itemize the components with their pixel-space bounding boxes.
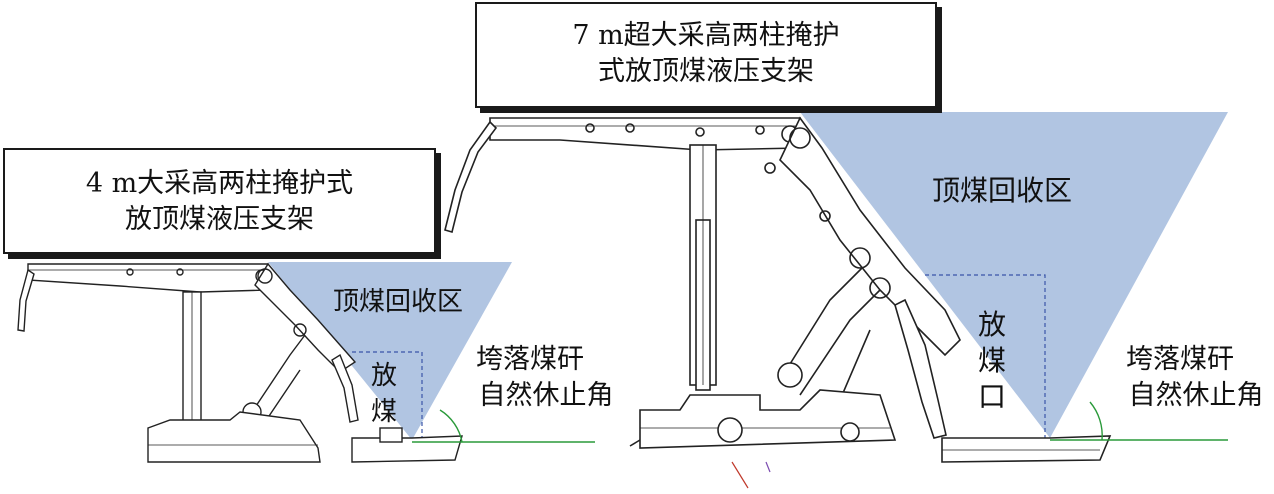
small-support-title-line-2: 放顶煤液压支架	[125, 204, 314, 235]
small-front-beam	[17, 268, 35, 332]
large-support-title-line-1: 7 m超大采高两柱掩护	[572, 20, 840, 51]
small-angle-label-1: 垮落煤矸	[476, 344, 584, 375]
large-angle-label-2: 自然休止角	[1129, 380, 1264, 411]
large-linkage	[779, 267, 881, 401]
small-angle-label-2: 自然休止角	[479, 380, 614, 411]
large-tail-beam	[894, 298, 947, 439]
large-outlet-guide	[925, 274, 1046, 438]
small-tail-beam	[331, 353, 359, 423]
small-support-drawing	[17, 262, 595, 463]
large-conveyor	[941, 435, 1112, 463]
small-support-title-line-1: 4 m大采高两柱掩护式	[85, 168, 354, 199]
large-angle-arc	[1089, 401, 1103, 441]
large-support-title-box: 7 m超大采高两柱掩护 式放顶煤液压支架	[475, 2, 937, 108]
small-canopy	[27, 263, 269, 293]
large-outlet-label-2: 煤	[978, 344, 1006, 377]
small-support-title-box: 4 m大采高两柱掩护式 放顶煤液压支架	[3, 148, 436, 254]
large-angle-label-1: 垮落煤矸	[1126, 344, 1234, 375]
small-zone-label: 顶煤回收区	[333, 287, 463, 317]
small-linkage	[249, 334, 306, 423]
small-outlet-guide	[352, 351, 423, 440]
large-front-beam	[444, 120, 498, 233]
small-angle-arc	[439, 409, 463, 443]
small-outlet-label-2: 煤	[371, 397, 397, 427]
large-support-title-line-2: 式放顶煤液压支架	[598, 56, 814, 87]
large-zone-label: 顶煤回收区	[932, 174, 1072, 207]
large-outlet-label-3: 口	[978, 380, 1006, 413]
large-base	[639, 389, 897, 449]
large-support-drawing	[444, 112, 1228, 489]
large-caving-shield	[779, 116, 961, 357]
small-outlet-label-1: 放	[371, 361, 397, 391]
large-outlet-label-1: 放	[978, 308, 1006, 341]
large-roof-coal-zone	[800, 112, 1228, 438]
small-roof-coal-zone	[268, 262, 512, 440]
small-base	[147, 411, 321, 463]
large-canopy	[489, 117, 801, 151]
small-conveyor	[351, 435, 463, 463]
